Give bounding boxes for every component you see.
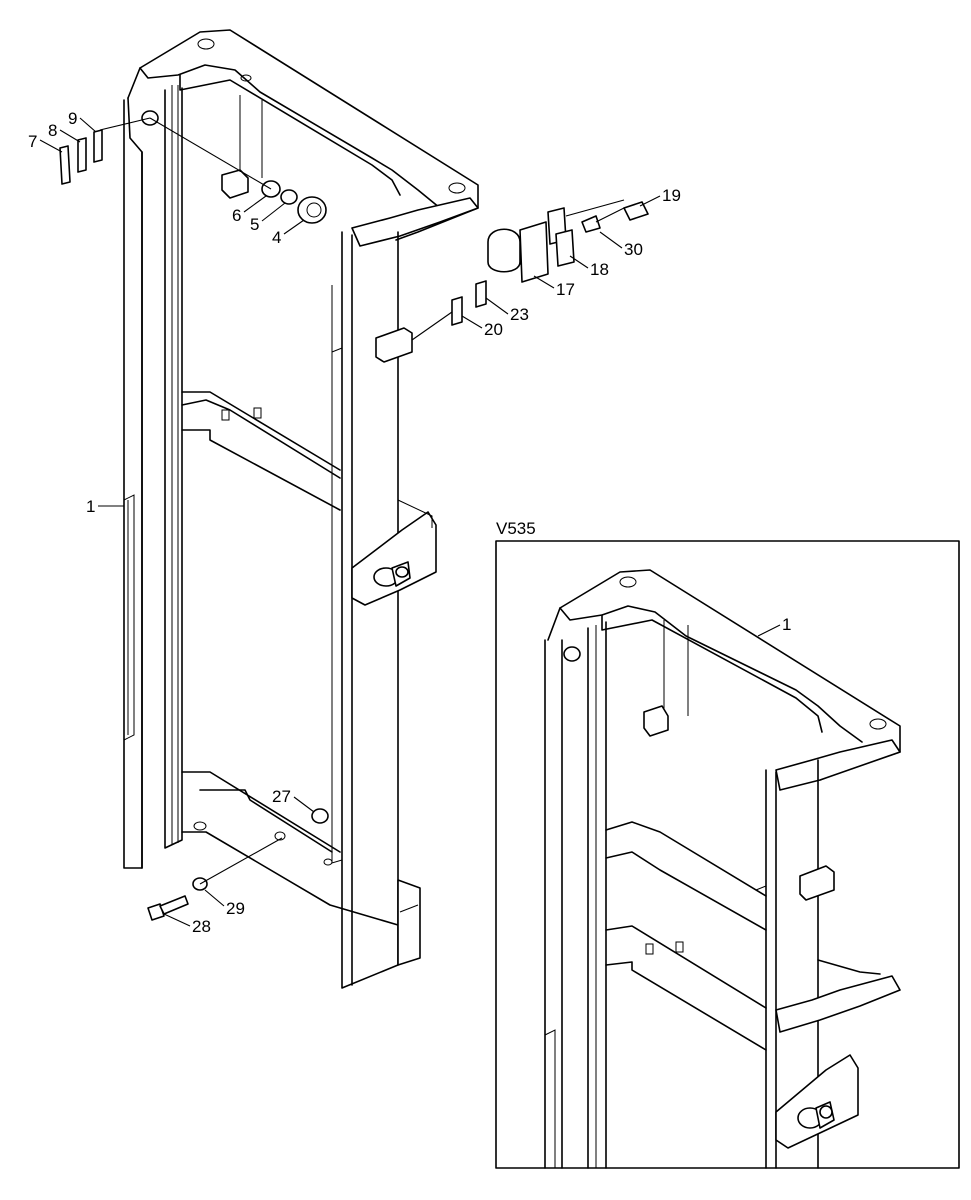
callouts: 1 4 5 6 7 8 9 19 30 18 17 23 20 27 29 28 (28, 109, 681, 936)
inset-title: V535 (496, 519, 536, 538)
callout-9: 9 (68, 109, 77, 128)
callout-28: 28 (192, 917, 211, 936)
callout-23: 23 (510, 305, 529, 324)
callout-30: 30 (624, 240, 643, 259)
callout-18: 18 (590, 260, 609, 279)
upper-hardware (59, 117, 327, 224)
lower-hardware (147, 808, 329, 921)
callout-5: 5 (250, 215, 259, 234)
inset-v535: V535 (495, 519, 960, 1169)
callout-4: 4 (272, 228, 281, 247)
inset-frame (495, 540, 960, 1169)
callout-1: 1 (86, 497, 95, 516)
callout-20: 20 (484, 320, 503, 339)
inset-callout-1: 1 (782, 615, 791, 634)
main-mast-frame (123, 29, 479, 989)
callout-19: 19 (662, 186, 681, 205)
callout-7: 7 (28, 132, 37, 151)
callout-8: 8 (48, 121, 57, 140)
callout-6: 6 (232, 206, 241, 225)
callout-29: 29 (226, 899, 245, 918)
bracket-hardware (411, 199, 649, 341)
callout-17: 17 (556, 280, 575, 299)
callout-27: 27 (272, 787, 291, 806)
